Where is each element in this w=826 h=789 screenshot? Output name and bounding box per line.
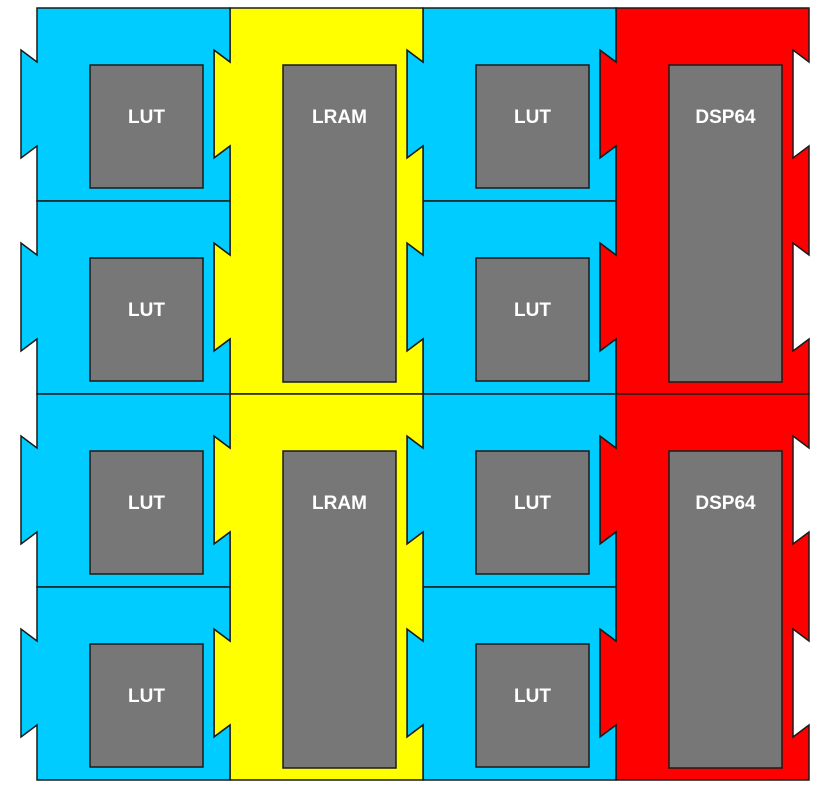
block-label: LUT [514, 686, 551, 707]
block-lut [475, 257, 590, 382]
tile-lram: LRAM [213, 393, 424, 781]
block-lram [282, 64, 397, 383]
tile-lut: LUT [406, 7, 617, 202]
block-lut [475, 450, 590, 575]
tile-dsp64: DSP64 [599, 393, 810, 781]
block-lut [475, 64, 590, 189]
block-lut [89, 257, 204, 382]
tile-lut: LUT [406, 393, 617, 588]
block-lram [282, 450, 397, 769]
block-lut [89, 450, 204, 575]
block-label: LRAM [312, 107, 367, 128]
tile-lut: LUT [406, 586, 617, 781]
block-label: LUT [128, 107, 165, 128]
block-lut [89, 643, 204, 768]
tile-lut: LUT [20, 393, 231, 588]
block-label: LUT [128, 493, 165, 514]
block-label: DSP64 [695, 107, 756, 128]
tile-dsp64: DSP64 [599, 7, 810, 395]
block-label: LUT [514, 300, 551, 321]
block-label: LUT [128, 300, 165, 321]
block-label: DSP64 [695, 493, 756, 514]
tiles-layer: DSP64DSP64LUTLUTLUTLUTLRAMLRAMLUTLUTLUTL… [20, 7, 810, 781]
tile-lut: LUT [20, 200, 231, 395]
block-label: LUT [514, 107, 551, 128]
tile-lut: LUT [406, 200, 617, 395]
block-label: LUT [128, 686, 165, 707]
block-lut [475, 643, 590, 768]
tile-lram: LRAM [213, 7, 424, 395]
block-label: LRAM [312, 493, 367, 514]
tile-lut: LUT [20, 7, 231, 202]
block-lut [89, 64, 204, 189]
tile-lut: LUT [20, 586, 231, 781]
block-dsp64 [668, 450, 783, 769]
block-dsp64 [668, 64, 783, 383]
block-label: LUT [514, 493, 551, 514]
